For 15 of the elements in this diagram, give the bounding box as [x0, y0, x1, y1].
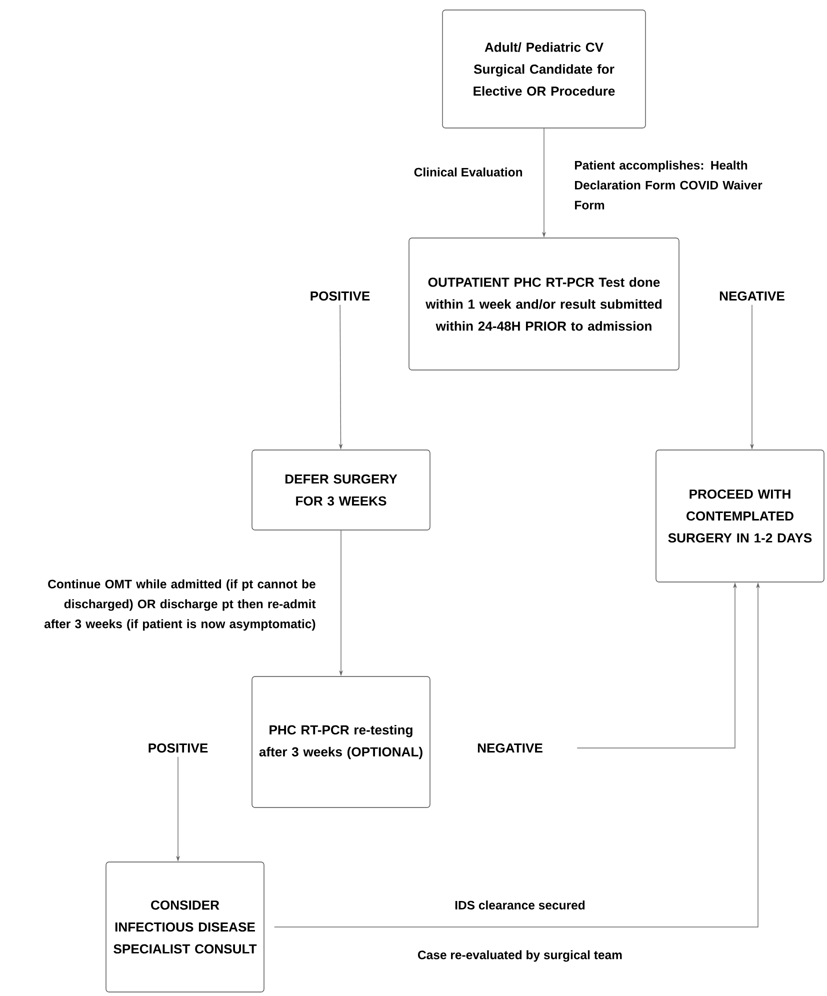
branch-label: POSITIVE	[148, 743, 208, 753]
branch-label: NEGATIVE	[478, 743, 542, 753]
process-box: Adult/ Pediatric CV Surgical Candidate for Elective OR Procedure	[442, 10, 646, 128]
note: Patient accomplishes: Health Declaration Form COVID Waiver Form	[575, 160, 762, 210]
process-box: DEFER SURGERY FOR 3 WEEKS	[252, 450, 430, 530]
edge-label: IDS clearance secured	[455, 900, 585, 910]
branch-label: NEGATIVE	[720, 291, 784, 301]
process-box: OUTPATIENT PHC RT-PCR Test done within 1 week and/or result submitted within 24-48H PRIOR to admission	[408, 238, 680, 370]
process-box: PROCEED WITH CONTEMPLATED SURGERY IN 1-2 DAYS	[656, 450, 824, 582]
note: Case re-evaluated by surgical team	[418, 950, 622, 962]
branch-label: POSITIVE	[310, 291, 370, 301]
process-box: PHC RT-PCR re-testing after 3 weeks (OPTIONAL)	[252, 676, 430, 808]
process-box: CONSIDER INFECTIOUS DISEASE SPECIALIST CONSULT	[106, 862, 264, 992]
edge-label: Continue OMT while admitted (if pt cannot be discharged) OR discharge pt then re-admit after 3 weeks (if patient is now asymptomatic)	[44, 579, 316, 631]
edge-label: Clinical Evaluation	[414, 168, 522, 177]
